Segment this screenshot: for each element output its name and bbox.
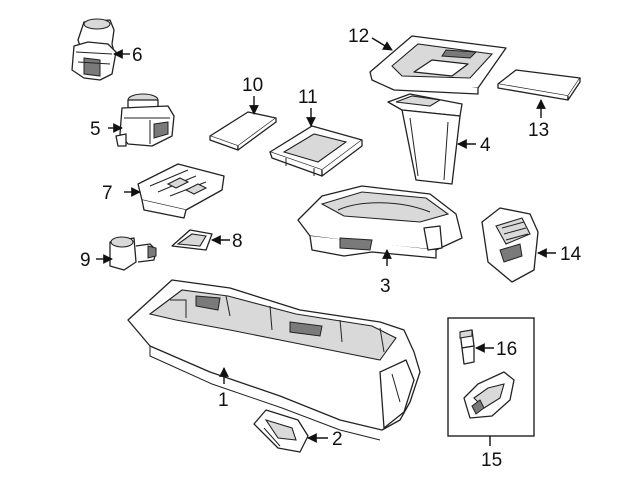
part-15-bezel-housing <box>463 371 515 419</box>
part-14-rear-vent <box>481 207 539 283</box>
part-5-controller <box>115 93 175 147</box>
callout-14: 14 <box>560 244 582 265</box>
part-8-small-tray <box>171 229 213 251</box>
callout-10: 10 <box>242 75 263 96</box>
callout-6: 6 <box>132 45 143 66</box>
part-3-armrest <box>297 185 463 259</box>
callout-8: 8 <box>232 231 243 252</box>
part-16-switch <box>459 329 475 365</box>
callout-3: 3 <box>380 276 391 297</box>
part-10-mat <box>209 111 277 151</box>
callout-12: 12 <box>348 26 369 47</box>
part-1-console-body <box>127 279 421 441</box>
callout-13: 13 <box>528 120 549 141</box>
callout-16: 16 <box>496 339 517 360</box>
part-9-power-outlet <box>109 236 157 271</box>
callout-15: 15 <box>481 450 502 471</box>
callout-7: 7 <box>102 183 113 204</box>
part-12-top-trim <box>369 35 507 95</box>
callout-2: 2 <box>332 429 343 450</box>
callout-1: 1 <box>218 390 229 411</box>
kit-box-15 <box>447 317 535 437</box>
part-13-pad <box>497 69 581 101</box>
callout-11: 11 <box>298 87 318 108</box>
part-6-shift-knob <box>71 18 117 81</box>
part-7-bracket <box>137 163 225 219</box>
callout-9: 9 <box>80 250 91 271</box>
part-11-bezel-frame <box>269 125 363 177</box>
callout-5: 5 <box>90 119 101 140</box>
part-2-bracket <box>253 409 309 453</box>
part-4-storage-bin <box>387 93 463 185</box>
callout-4: 4 <box>480 135 491 156</box>
